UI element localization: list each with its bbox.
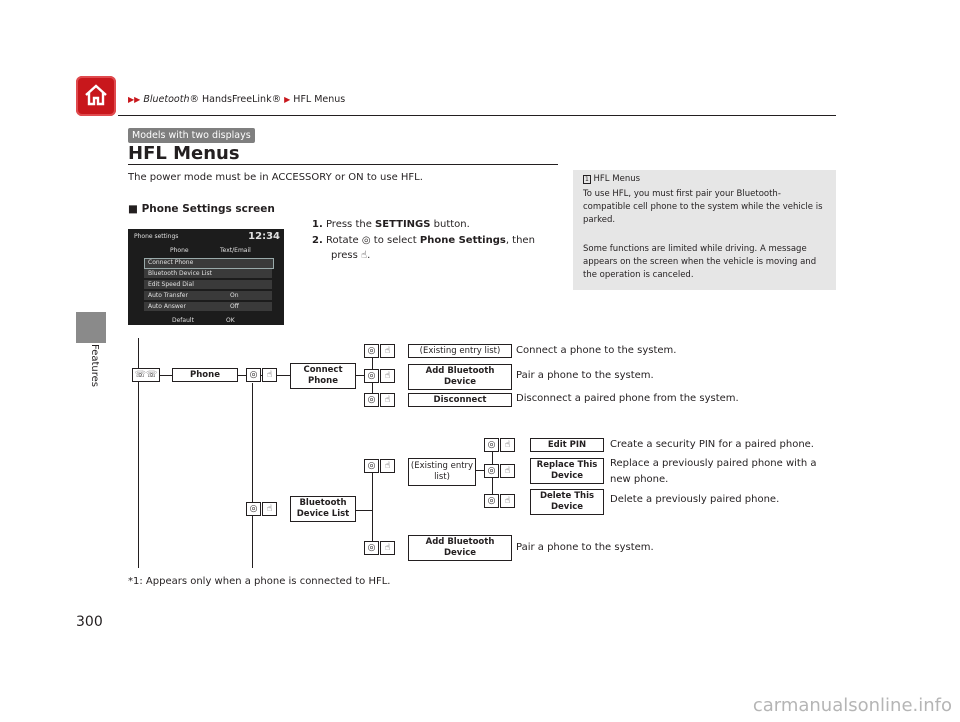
desc-replace-1: Replace a previously paired phone with a <box>610 458 817 469</box>
screen-header: Phone settings <box>134 233 178 240</box>
intro-text: The power mode must be in ACCESSORY or O… <box>128 172 423 183</box>
knob-press-icon: ☝ <box>380 344 395 358</box>
screen-default-button: Default <box>172 317 194 324</box>
menu-delete-device: Delete This Device <box>530 489 604 515</box>
home-icon[interactable] <box>76 76 116 116</box>
note-paragraph-2: Some functions are limited while driving… <box>583 243 828 282</box>
screen-auto-answer-value: Off <box>230 303 239 310</box>
knob-press-icon: ☝ <box>380 393 395 407</box>
breadcrumb-hfl-menus[interactable]: HFL Menus <box>293 94 345 105</box>
connector-line <box>252 383 253 568</box>
sidebar-label: Features <box>76 340 106 400</box>
screen-tab-text: Text/Email <box>220 247 251 254</box>
menu-disconnect: Disconnect <box>408 393 512 407</box>
knob-rotate-icon: ◎ <box>364 369 379 383</box>
desc-pair: Pair a phone to the system. <box>516 370 654 381</box>
phone-settings-screenshot: Phone settings 12:34 Phone Text/Email Co… <box>128 229 284 325</box>
knob-rotate-icon: ◎ <box>364 541 379 555</box>
connector-line <box>356 375 364 376</box>
breadcrumb-handsfreelink[interactable]: ® HandsFreeLink® <box>189 94 281 105</box>
menu-phone: Phone <box>172 368 238 382</box>
knob-press-icon: ☝ <box>500 494 515 508</box>
knob-rotate-icon: ◎ <box>246 502 261 516</box>
menu-connect-phone: Connect Phone <box>290 363 356 389</box>
knob-rotate-icon: ◎ <box>484 494 499 508</box>
menu-replace-device: Replace This Device <box>530 458 604 484</box>
screen-clock: 12:34 <box>248 231 280 242</box>
knob-press-icon: ☝ <box>380 541 395 555</box>
desc-delete: Delete a previously paired phone. <box>610 494 779 505</box>
model-badge: Models with two displays <box>128 128 255 143</box>
knob-press-icon: ☝ <box>262 502 277 516</box>
menu-add-bluetooth-device-2: Add Bluetooth Device <box>408 535 512 561</box>
note-title: 1 HFL Menus <box>583 174 640 184</box>
desc-connect: Connect a phone to the system. <box>516 345 676 356</box>
step-1: 1. Press the SETTINGS button. <box>312 219 470 230</box>
knob-rotate-icon: ◎ <box>246 368 261 382</box>
section-heading: ■ Phone Settings screen <box>128 203 275 215</box>
screen-ok-button: OK <box>226 317 235 324</box>
knob-press-icon: ☝ <box>262 368 277 382</box>
knob-rotate-icon: ◎ <box>364 344 379 358</box>
knob-rotate-icon: ◎ <box>364 459 379 473</box>
knob-rotate-icon: ◎ <box>484 464 499 478</box>
knob-rotate-icon: ◎ <box>484 438 499 452</box>
screen-auto-transfer-value: On <box>230 292 239 299</box>
watermark: carmanualsonline.info <box>753 695 952 716</box>
footnote: *1: Appears only when a phone is connect… <box>128 576 390 587</box>
note-paragraph-1: To use HFL, you must first pair your Blu… <box>583 188 828 227</box>
breadcrumb: ▶▶ Bluetooth® HandsFreeLink® ▶ HFL Menus <box>128 94 345 105</box>
menu-bluetooth-device-list: Bluetooth Device List <box>290 496 356 522</box>
screen-item-auto-answer: Auto Answer <box>148 303 186 310</box>
knob-press-icon: ☝ <box>500 438 515 452</box>
desc-disconnect: Disconnect a paired phone from the syste… <box>516 393 739 404</box>
phone-button-icon: ☏☏ <box>132 368 160 382</box>
screen-item-device-list: Bluetooth Device List <box>148 270 212 277</box>
knob-rotate-icon: ◎ <box>362 235 371 246</box>
page-number: 300 <box>76 614 103 630</box>
knob-press-icon: ☝ <box>380 459 395 473</box>
screen-item-auto-transfer: Auto Transfer <box>148 292 188 299</box>
desc-replace-2: new phone. <box>610 474 668 485</box>
step-2: 2. Rotate ◎ to select Phone Settings, th… <box>312 235 535 246</box>
title-divider <box>128 164 558 165</box>
page-title: HFL Menus <box>128 143 240 164</box>
step-2-cont: press ☝. <box>331 250 370 261</box>
knob-press-icon: ☝ <box>380 369 395 383</box>
screen-item-speed-dial: Edit Speed Dial <box>148 281 194 288</box>
connector-line <box>356 510 372 511</box>
menu-existing-entry-list: (Existing entry list) <box>408 344 512 358</box>
connector-line <box>372 466 373 548</box>
screen-tab-phone: Phone <box>170 247 189 254</box>
desc-pair-2: Pair a phone to the system. <box>516 542 654 553</box>
knob-rotate-icon: ◎ <box>364 393 379 407</box>
sidebar-tab[interactable] <box>76 312 106 343</box>
menu-existing-entry-list-2: (Existing entry list) <box>408 458 476 486</box>
knob-press-icon: ☝ <box>500 464 515 478</box>
breadcrumb-bluetooth[interactable]: Bluetooth <box>143 94 189 105</box>
menu-edit-pin: Edit PIN <box>530 438 604 452</box>
desc-edit-pin: Create a security PIN for a paired phone… <box>610 439 814 450</box>
menu-add-bluetooth-device: Add Bluetooth Device <box>408 364 512 390</box>
header-divider <box>118 115 836 116</box>
screen-item-connect: Connect Phone <box>148 259 193 266</box>
